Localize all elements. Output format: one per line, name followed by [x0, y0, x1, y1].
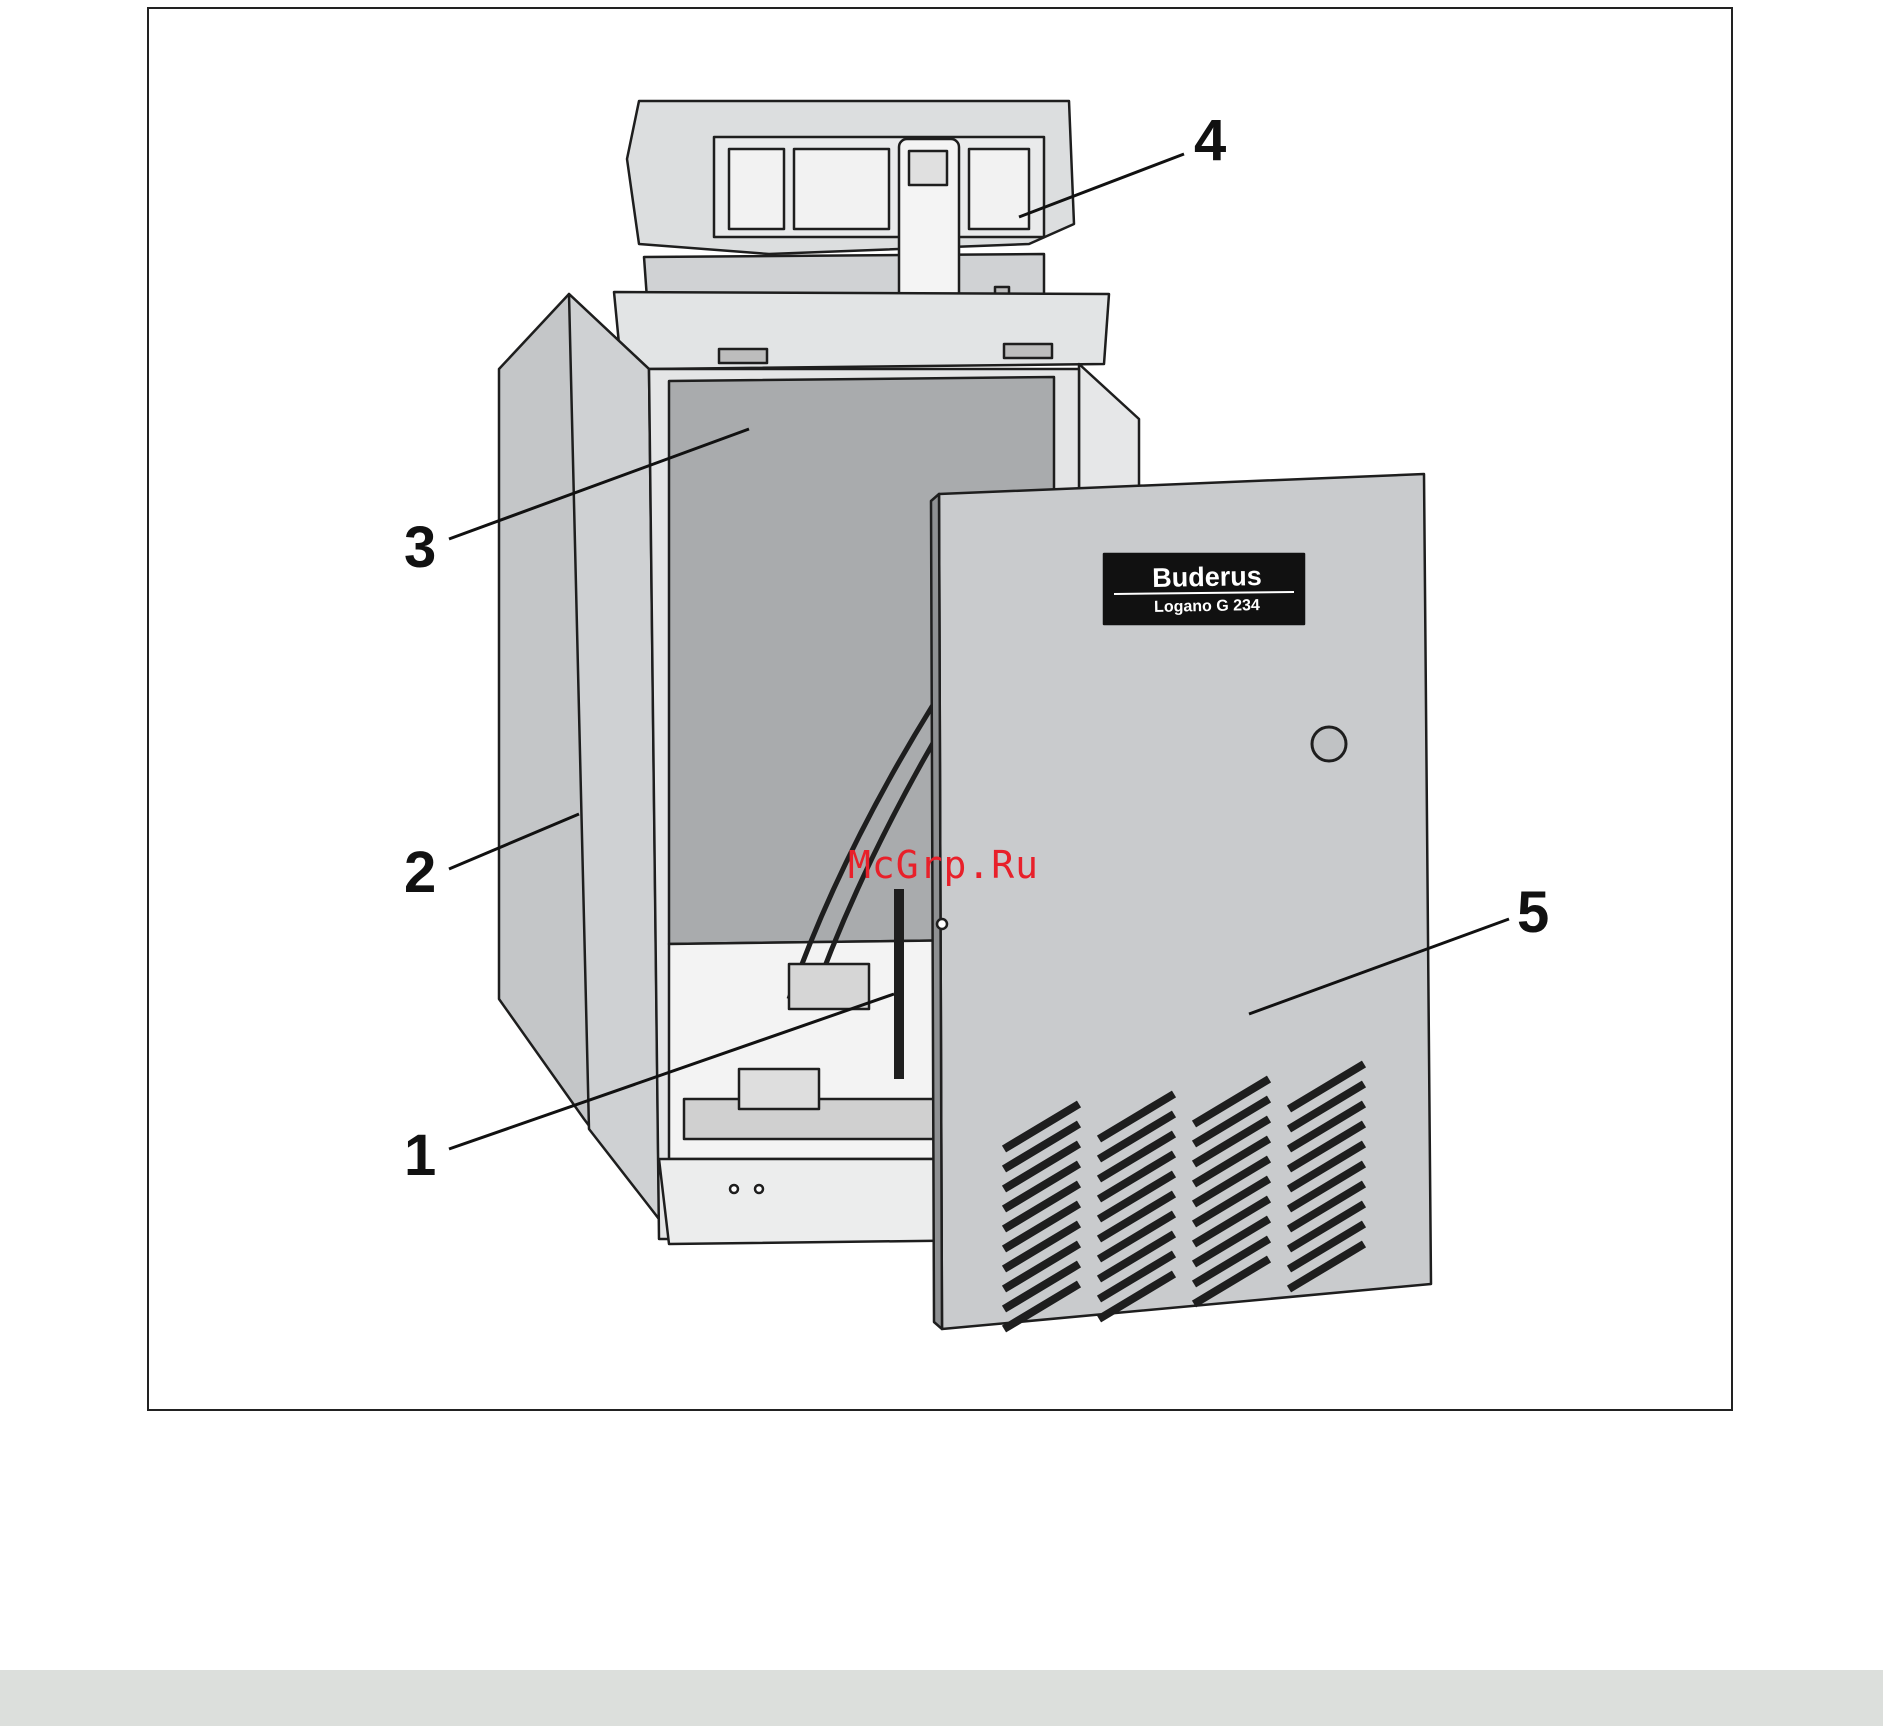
plinth-screw-1	[730, 1185, 738, 1193]
callout-5: 5	[1517, 884, 1549, 942]
top-handle-left	[719, 349, 767, 363]
callout-4: 4	[1194, 112, 1226, 170]
control-module-1	[729, 149, 784, 229]
boiler-illustration	[149, 9, 1735, 1413]
control-display-screen	[909, 151, 947, 185]
callout-2: 2	[404, 844, 436, 902]
door-brand-text: Buderus	[1117, 560, 1298, 594]
watermark-text: McGrp.Ru	[848, 843, 1039, 887]
plinth-screw-2	[755, 1185, 763, 1193]
control-module-2	[794, 149, 889, 229]
figure-frame: 1 2 3 4 5 Buderus Logano G 234	[147, 7, 1733, 1411]
door-hinge	[937, 919, 947, 929]
ignition-unit	[739, 1069, 819, 1109]
callout-3: 3	[404, 519, 436, 577]
footer-strip	[0, 1670, 1883, 1726]
front-door-edge	[931, 494, 942, 1329]
door-lock	[1312, 727, 1346, 761]
top-handle-right	[1004, 344, 1052, 358]
door-model-text: Logano G 234	[1117, 596, 1297, 617]
gas-valve	[789, 964, 869, 1009]
callout-1: 1	[404, 1127, 436, 1185]
burner-rail	[684, 1099, 964, 1139]
